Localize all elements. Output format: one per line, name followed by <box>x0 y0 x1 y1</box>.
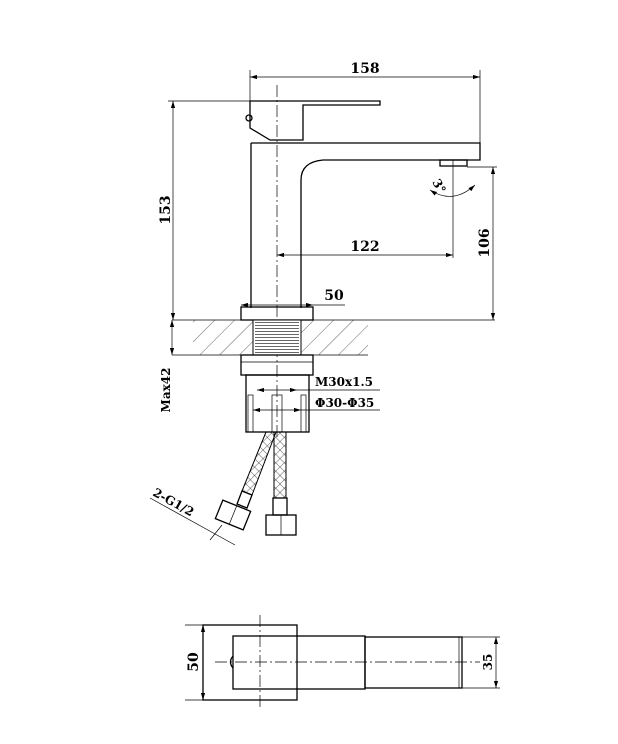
dim-153: 153 <box>158 195 174 224</box>
dim-angle: 3° <box>429 177 448 196</box>
hose-left <box>241 431 277 496</box>
aerator <box>439 159 468 167</box>
dim-thread: M30x1.5 <box>315 375 373 389</box>
spout-top <box>364 636 463 689</box>
dim-106: 106 <box>477 228 493 257</box>
handle <box>249 100 381 141</box>
dim-35: 35 <box>481 654 495 671</box>
body-top <box>232 635 366 690</box>
dim-hole: Φ30-Φ35 <box>315 396 374 410</box>
bracket <box>245 374 310 433</box>
supply-hoses <box>214 431 297 536</box>
body-spout <box>250 142 481 308</box>
dim-122: 122 <box>350 239 379 255</box>
handle-screw <box>245 114 253 122</box>
dim-50-base: 50 <box>324 288 344 304</box>
dim-50-top: 50 <box>186 652 202 672</box>
dim-max42: Max42 <box>159 368 173 413</box>
faucet-top-view: 50 35 <box>185 615 500 708</box>
countertop <box>172 319 495 356</box>
faucet-side-view <box>240 85 481 440</box>
dimensions: 158 153 122 106 3° 50 Max42 M30x1.5 Φ30-… <box>149 61 497 546</box>
threaded-shank <box>255 320 299 355</box>
dim-158: 158 <box>350 61 379 77</box>
hose-right <box>273 431 287 499</box>
mounting-assembly <box>240 354 380 433</box>
